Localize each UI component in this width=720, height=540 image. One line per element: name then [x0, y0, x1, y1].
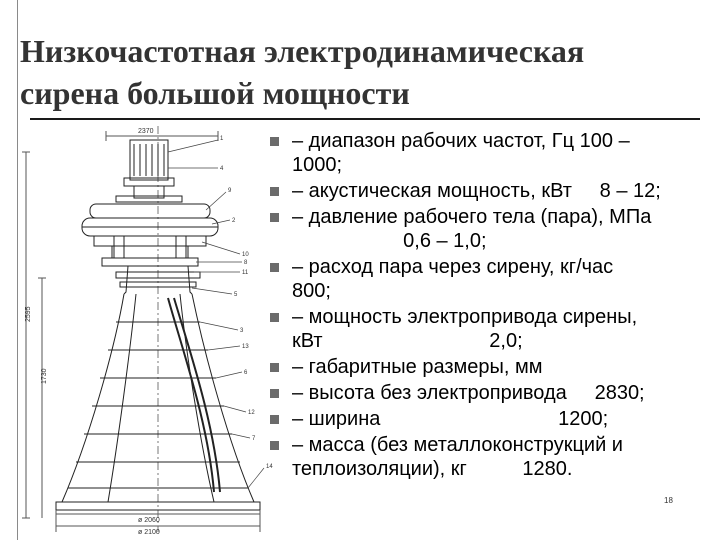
callout-5: 5 [234, 292, 238, 298]
siren-drawing: 2370 2595 1730 [18, 122, 280, 540]
spec-line: – давление рабочего тела (пара), МПа [292, 206, 652, 228]
page-number: 18 [664, 496, 673, 505]
spec-line: теплоизоляции), кг 1280. [292, 458, 573, 480]
spec-line: – масса (без металлоконструкций и [292, 434, 623, 456]
spec-line: – ширина 1200; [292, 408, 609, 430]
callout-13: 13 [242, 344, 249, 350]
bullet-icon [270, 415, 279, 424]
title-underline [30, 118, 700, 120]
callout-1: 1 [220, 136, 224, 142]
spec-item: – высота без электропривода 2830; [270, 381, 710, 405]
callout-2: 2 [232, 218, 236, 224]
spec-item: – габаритные размеры, мм [270, 355, 710, 379]
bullet-icon [270, 441, 279, 450]
bullet-icon [270, 263, 279, 272]
bullet-icon [270, 213, 279, 222]
dim-overall-height: 2595 [25, 306, 32, 322]
bullet-icon [270, 313, 279, 322]
callout-9: 9 [228, 188, 232, 194]
bullet-icon [270, 389, 279, 398]
callout-11: 11 [242, 270, 249, 276]
dim-top-width: 2370 [138, 128, 154, 135]
callout-14: 14 [266, 464, 273, 470]
slide-title: Низкочастотная электродинамическая сирен… [20, 33, 585, 111]
bullet-icon [270, 363, 279, 372]
callout-7: 7 [252, 436, 256, 442]
spec-item: – ширина 1200; [270, 407, 710, 431]
spec-line: – расход пара через сирену, кг/час [292, 256, 614, 278]
callout-6: 6 [244, 370, 248, 376]
callout-10: 10 [242, 252, 249, 258]
spec-item: – акустическая мощность, кВт 8 – 12; [270, 179, 710, 203]
spec-list: – диапазон рабочих частот, Гц 100 –1000;… [270, 129, 710, 483]
spec-item: – мощность электропривода сирены,кВт 2,0… [270, 305, 710, 353]
left-margin-line [17, 0, 18, 540]
dim-inner-diameter: ø 2060 [138, 517, 160, 524]
callout-3: 3 [240, 328, 244, 334]
spec-item: – давление рабочего тела (пара), МПа 0,6… [270, 205, 710, 253]
dim-outer-diameter: ø 2100 [138, 529, 160, 536]
spec-line: – диапазон рабочих частот, Гц 100 – [292, 130, 630, 152]
callout-8: 8 [244, 260, 248, 266]
spec-line: – габаритные размеры, мм [292, 356, 543, 378]
spec-line: – мощность электропривода сирены, [292, 306, 638, 328]
bullet-icon [270, 187, 279, 196]
callout-4: 4 [220, 166, 224, 172]
spec-line: – акустическая мощность, кВт 8 – 12; [292, 180, 661, 202]
spec-item: – диапазон рабочих частот, Гц 100 –1000; [270, 129, 710, 177]
spec-line: 0,6 – 1,0; [292, 230, 487, 252]
callout-12: 12 [248, 410, 255, 416]
spec-line: – высота без электропривода 2830; [292, 382, 645, 404]
spec-line: кВт 2,0; [292, 330, 523, 352]
bullet-icon [270, 137, 279, 146]
spec-line: 800; [292, 280, 331, 302]
spec-line: 1000; [292, 154, 343, 176]
dim-cone-height: 1730 [41, 368, 48, 384]
